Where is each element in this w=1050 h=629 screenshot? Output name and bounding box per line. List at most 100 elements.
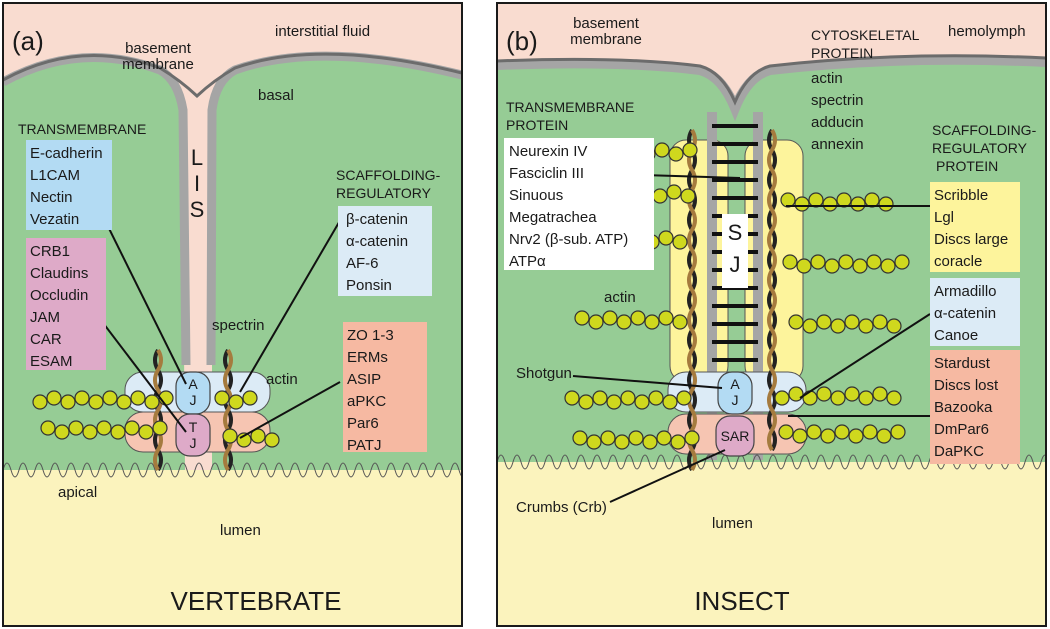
white-box-item: Megatrachea [509,209,597,226]
basement-membrane-dark-b [497,54,1046,106]
basement-membrane-line-b [497,54,1046,122]
white-box-item: ATPα [509,253,546,270]
actin-chains-a [32,390,280,448]
cytoskeletal-item: spectrin [811,92,864,109]
salmon-box-item-b: Bazooka [934,399,993,416]
blue-box-item: Vezatin [30,211,79,228]
sj-label-bg [722,214,748,288]
salmon-box-item: Par6 [347,415,379,432]
basement-membrane-label-b-1: basement [573,15,640,32]
panel-b-border [496,2,1047,627]
lightblue-box-item-b: α-catenin [934,305,996,322]
lightblue-box-item: α-catenin [346,233,408,250]
cytoskeletal-heading-1: CYTOSKELETAL [811,27,920,43]
basement-membrane-label-a-2: membrane [122,56,194,73]
lumen-label-b: lumen [712,515,753,532]
scaffolding-heading-b-1: SCAFFOLDING- [932,122,1037,138]
salmon-box-item-b: DmPar6 [934,421,989,438]
leader-lines-b [572,173,931,503]
sj-label-j: J [730,252,741,277]
basal-label: basal [258,87,294,104]
salmon-box-item: ZO 1-3 [347,327,394,344]
spectrin-label-a: spectrin [212,317,265,334]
aj-label-b-j: J [732,392,739,408]
actin-label-a: actin [266,371,298,388]
pink-box-item: ESAM [30,353,73,370]
spectrin-filaments-b [687,128,777,472]
panel-a-tag: (a) [12,26,44,56]
insect-title: INSECT [694,586,789,616]
sar-label: SAR [721,428,750,444]
white-box-item: Neurexin IV [509,143,587,160]
lightblue-box-item: β-catenin [346,211,408,228]
basement-membrane-dark-a [3,52,462,99]
lumen-region-b [497,462,1046,626]
panel-b: S J A J SAR [497,3,1046,626]
scaffolding-heading-b-2: REGULATORY [932,140,1028,156]
scaffolding-box-salmon-a [343,322,427,452]
cytoskeletal-item: actin [811,70,843,87]
yellow-box-item: Scribble [934,187,988,204]
yellow-box-item: Discs large [934,231,1008,248]
yellow-box-item: coracle [934,253,982,270]
vertebrate-title: VERTEBRATE [171,586,342,616]
interstitial-fluid-label: interstitial fluid [275,23,370,40]
crumbs-label: Crumbs (Crb) [516,499,607,516]
lightblue-box-item: AF-6 [346,255,379,272]
salmon-box-item: PATJ [347,437,381,454]
salmon-box-item-b: Discs lost [934,377,999,394]
pink-box-item: Claudins [30,265,88,282]
spectrin-filaments-a [153,348,233,472]
lis-i: I [194,171,200,196]
actin-label-b: actin [604,289,636,306]
aj-label-j: J [190,392,197,408]
salmon-box-item: ERMs [347,349,388,366]
transmembrane-box-pink-a [26,238,106,370]
apical-label: apical [58,484,97,501]
aj-junction-b [717,371,753,415]
tj-junction [175,413,211,457]
lis-l: L [191,145,203,170]
panel-a: A J T J (a) inte [3,3,462,626]
cytoskeletal-item: adducin [811,114,864,131]
panel-a-border [2,2,463,627]
white-box-item: Fasciclin III [509,165,584,182]
salmon-box-item-b: Stardust [934,355,991,372]
cytoskeletal-item: annexin [811,136,864,153]
aj-label-a: A [188,376,198,392]
hemolymph-label: hemolymph [948,23,1026,40]
shotgun-label: Shotgun [516,365,572,382]
lateral-membrane-right-a [206,51,462,366]
lumen-region-a [3,470,462,626]
lis-s: S [190,197,205,222]
basement-membrane-label-a-1: basement [125,40,192,57]
white-box-item: Sinuous [509,187,563,204]
lumen-label-a: lumen [220,522,261,539]
basement-membrane-line-a [3,53,191,366]
basement-membrane-label-b-2: membrane [570,31,642,48]
pink-box-item: JAM [30,309,60,326]
pink-box-item: CRB1 [30,243,70,260]
transmembrane-box-white-b [504,138,654,270]
panel-b-tag: (b) [506,26,538,56]
lightblue-box-item: Ponsin [346,277,392,294]
sj-label-s: S [728,220,743,245]
scaffolding-heading-a-2: REGULATORY [336,185,432,201]
white-box-item: Nrv2 (β-sub. ATP) [509,231,628,248]
aj-label-b-a: A [730,376,740,392]
cytoskeletal-heading-2: PROTEIN [811,45,873,61]
yellow-box-item: Lgl [934,209,954,226]
salmon-box-item-b: DaPKC [934,443,984,460]
lightblue-box-item-b: Canoe [934,327,978,344]
transmembrane-heading-b-2: PROTEIN [506,117,568,133]
pink-box-item: Occludin [30,287,88,304]
salmon-box-item: ASIP [347,371,381,388]
microvilli-a [3,462,462,478]
transmembrane-box-blue-a [26,140,112,230]
transmembrane-heading-b-1: TRANSMEMBRANE [506,99,634,115]
blue-box-item: E-cadherin [30,145,103,162]
scaffolding-box-salmon-b [930,350,1020,464]
blue-box-item: Nectin [30,189,73,206]
scaffolding-heading-a-1: SCAFFOLDING- [336,167,441,183]
